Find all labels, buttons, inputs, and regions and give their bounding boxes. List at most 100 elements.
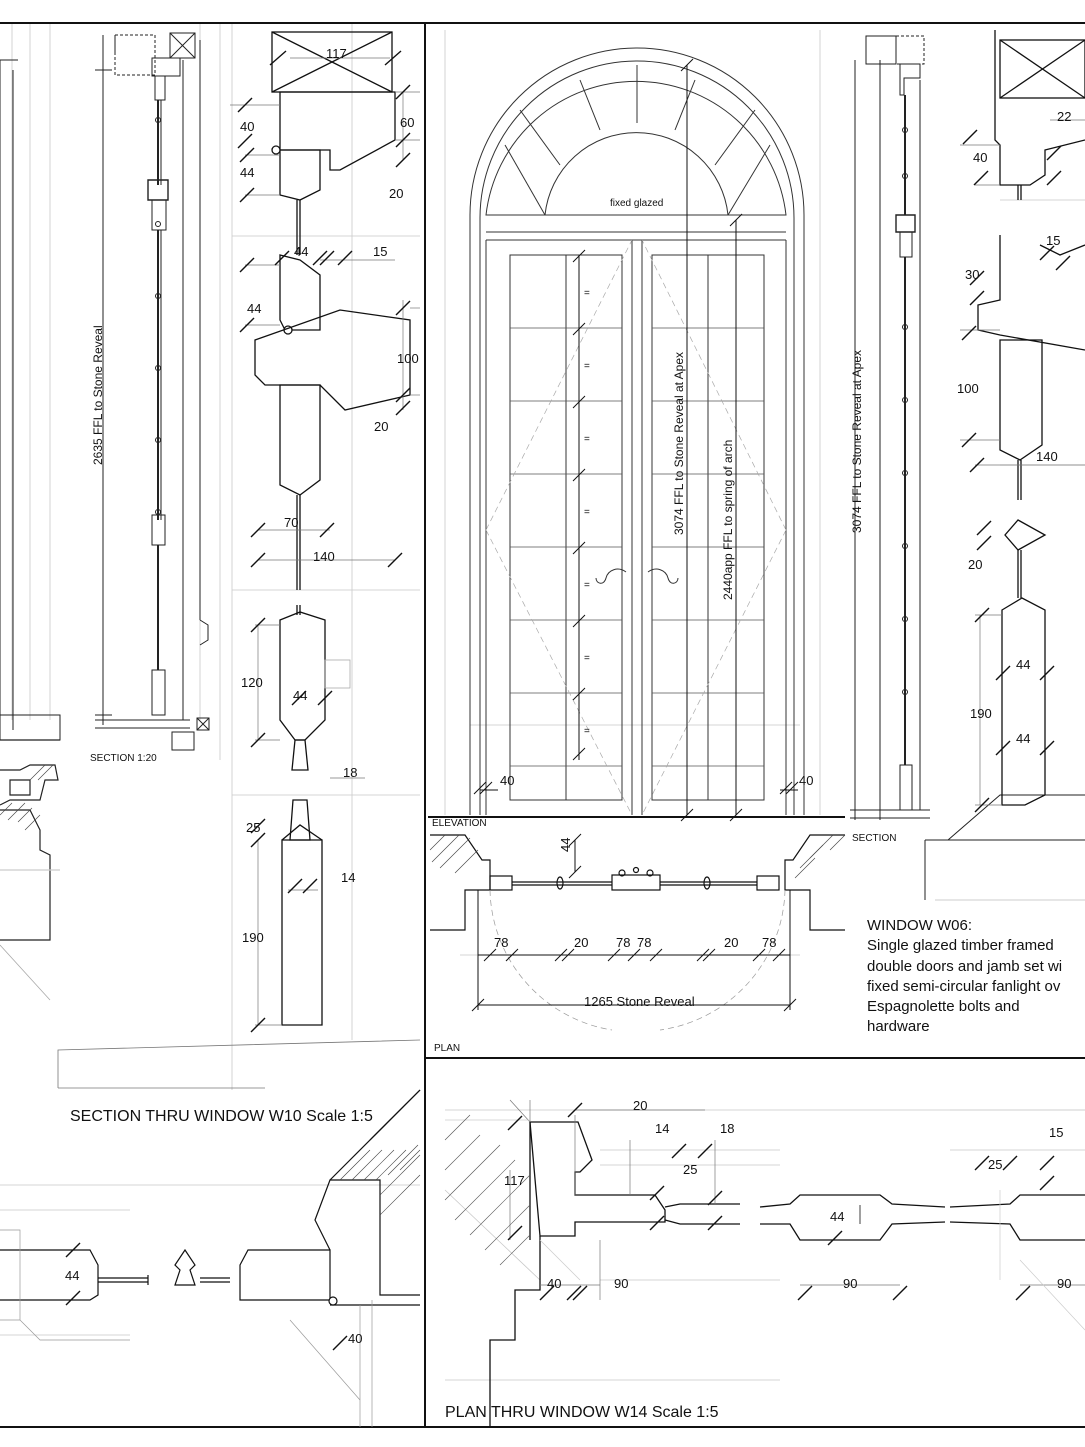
w10-ground: [0, 944, 421, 1089]
w06-note-line-5: hardware: [867, 1018, 930, 1035]
w10-detail-dimensions: 117 40 60 44 20 44 15 44 100 20 70 140 1…: [240, 46, 419, 945]
w10-plan-hatch: [339, 1144, 421, 1216]
w06-equal-spacing: [572, 249, 586, 761]
dim-140: 140: [313, 549, 335, 564]
fixed-glazed-label: fixed glazed: [610, 198, 663, 209]
w06-left-40: 40: [500, 773, 514, 788]
svg-text:44: 44: [830, 1209, 844, 1224]
w06-plan-hatch: [429, 834, 846, 879]
svg-text:20: 20: [633, 1098, 647, 1113]
w06-plan-dims: [471, 833, 797, 1012]
elevation-label: ELEVATION: [432, 818, 487, 829]
svg-text:=: =: [584, 288, 590, 299]
w06-height-dim-lines: [473, 58, 799, 822]
w06-handles: [595, 568, 679, 584]
w06-right-40: 40: [799, 773, 813, 788]
svg-text:44: 44: [1016, 657, 1030, 672]
sheet-frame: [0, 22, 1085, 1428]
w10-detail-ticks: [237, 50, 411, 1033]
svg-text:140: 140: [1036, 449, 1058, 464]
svg-text:=: =: [584, 507, 590, 518]
plan-w14-title: PLAN THRU WINDOW W14 Scale 1:5: [445, 1404, 719, 1421]
dim-20: 20: [374, 419, 388, 434]
w14-hatch: [444, 1114, 531, 1266]
w06-spring-dim: 2440app FFL to spring of arch: [721, 440, 735, 600]
w06-elevation-muntins: [510, 327, 764, 767]
w10-section-1-20: [0, 32, 210, 751]
svg-text:78: 78: [762, 935, 776, 950]
dim-18: 18: [343, 765, 357, 780]
dim-60: 60: [400, 115, 414, 130]
svg-text:=: =: [584, 726, 590, 737]
w06-note-line-1: Single glazed timber framed: [867, 937, 1054, 954]
w14-plan: [489, 1121, 1085, 1427]
dim-44: 44: [240, 165, 254, 180]
dim-44: 44: [247, 301, 261, 316]
dim-20: 20: [389, 186, 403, 201]
section-w10-title: SECTION THRU WINDOW W10 Scale 1:5: [70, 1108, 373, 1125]
plan-label: PLAN: [434, 1043, 460, 1054]
w14-ticks: [507, 1102, 1055, 1301]
w06-section-dims: 22 40 15 30 100 140 20 44 190 44: [957, 109, 1071, 746]
svg-text:44: 44: [558, 838, 573, 852]
svg-text:20: 20: [724, 935, 738, 950]
w14-plan-extension: [445, 1099, 1085, 1331]
w10-plan-extras: [0, 1229, 373, 1427]
svg-text:22: 22: [1057, 109, 1071, 124]
dim-15: 15: [373, 244, 387, 259]
svg-text:1265 Stone Reveal: 1265 Stone Reveal: [584, 994, 695, 1009]
w06-plan-swing: [489, 889, 786, 1031]
w10-plan: [0, 1089, 421, 1306]
svg-text:44: 44: [1016, 731, 1030, 746]
dim-14: 14: [341, 870, 355, 885]
svg-text:20: 20: [968, 557, 982, 572]
svg-text:25: 25: [683, 1162, 697, 1177]
svg-text:=: =: [584, 361, 590, 372]
svg-text:117: 117: [504, 1173, 525, 1188]
w06-section-apex-dim: 3074 FFL to Stone Reveal at Apex: [850, 350, 864, 533]
svg-text:78: 78: [637, 935, 651, 950]
svg-text:=: =: [584, 653, 590, 664]
dim-25: 25: [246, 820, 260, 835]
section-label: SECTION: [852, 833, 896, 844]
section-1-20-label: SECTION 1:20: [90, 753, 157, 764]
dim-40: 40: [240, 119, 254, 134]
dim-117: 117: [326, 46, 347, 61]
svg-text:40: 40: [547, 1276, 561, 1291]
svg-text:15: 15: [1046, 233, 1060, 248]
svg-text:90: 90: [614, 1276, 628, 1291]
w06-section-ticks: [961, 129, 1071, 813]
w06-plan: [430, 834, 845, 931]
w06-elevation: [469, 47, 805, 815]
w10-plan-ticks: [65, 1242, 348, 1351]
svg-text:40: 40: [973, 150, 987, 165]
svg-text:100: 100: [957, 381, 979, 396]
w10-height-dim: 2635 FFL to Stone Reveal: [91, 325, 105, 465]
w10-detail-profiles: [254, 31, 411, 1026]
w06-note-line-2: double doors and jamb set wi: [867, 958, 1062, 975]
svg-text:15: 15: [1049, 1125, 1063, 1140]
svg-text:78: 78: [494, 935, 508, 950]
w14-dims: 20 14 18 117 25 44 40 90 90 15 25 90: [504, 1098, 1071, 1291]
svg-text:78: 78: [616, 935, 630, 950]
svg-text:190: 190: [970, 706, 992, 721]
w06-section: [850, 35, 1085, 901]
svg-text:25: 25: [988, 1157, 1002, 1172]
w06-note-line-3: fixed semi-circular fanlight ov: [867, 978, 1061, 995]
dim-40-w10plan: 40: [348, 1331, 362, 1346]
svg-text:18: 18: [720, 1121, 734, 1136]
w06-section-extension: [960, 119, 1085, 806]
svg-text:20: 20: [574, 935, 588, 950]
dim-190: 190: [242, 930, 264, 945]
dim-44: 44: [294, 244, 308, 259]
dim-44: 44: [293, 688, 307, 703]
w06-swing-lines: [485, 239, 787, 816]
dim-70: 70: [284, 515, 298, 530]
dim-120: 120: [241, 675, 263, 690]
hatch-w10: [0, 764, 54, 831]
svg-text:=: =: [584, 580, 590, 591]
svg-text:90: 90: [1057, 1276, 1071, 1291]
w06-equal-labels: = = = = = = =: [584, 288, 590, 737]
dim-100: 100: [397, 351, 419, 366]
